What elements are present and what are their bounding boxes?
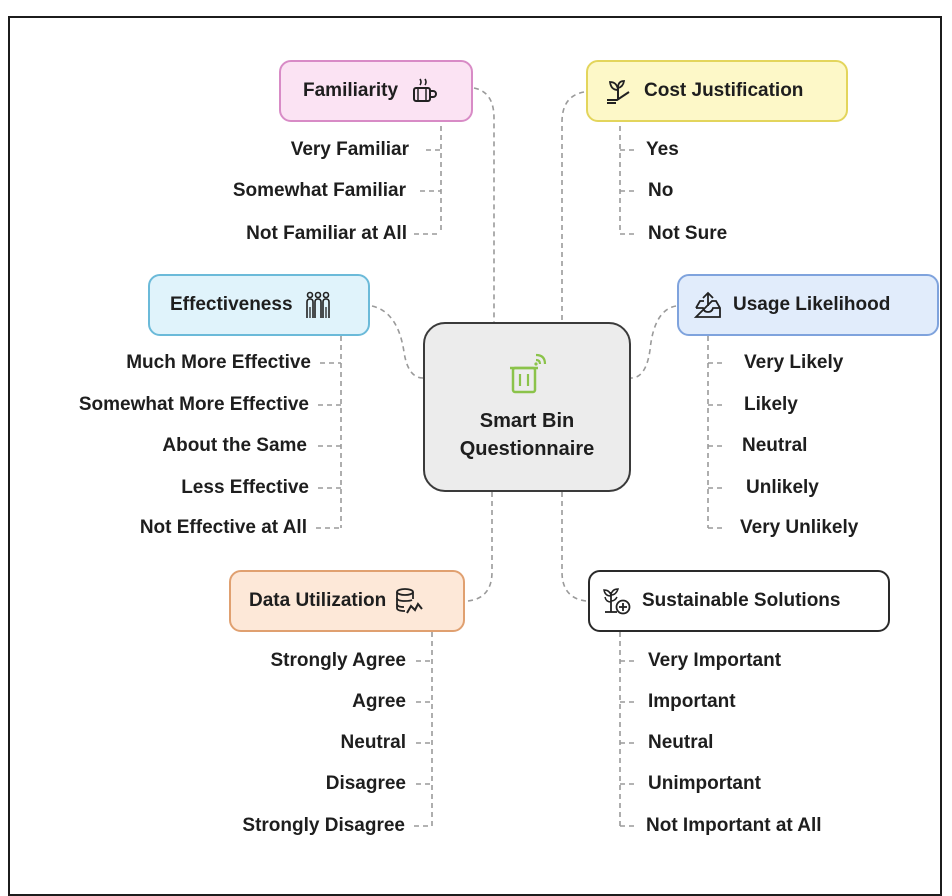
sustainable-option: Neutral <box>648 732 714 753</box>
usage-option: Unlikely <box>746 477 819 498</box>
connector-effectiveness <box>371 305 424 379</box>
sustainable-option: Very Important <box>648 650 782 671</box>
node-effectiveness: Effectiveness <box>148 274 370 336</box>
node-data-utilization-label: Data Utilization <box>249 590 387 611</box>
connector-familiarity <box>473 87 495 322</box>
node-familiarity-label: Familiarity <box>303 80 399 101</box>
data-option: Strongly Disagree <box>242 815 405 836</box>
node-usage-likelihood: Usage Likelihood <box>677 274 939 336</box>
inbox-upload-icon <box>693 290 723 320</box>
sustainable-option: Important <box>648 691 736 712</box>
data-option: Strongly Agree <box>270 650 407 671</box>
cost-option: Not Sure <box>648 223 728 244</box>
usage-option: Neutral <box>742 435 808 456</box>
smart-bin-wifi-icon <box>505 352 549 401</box>
center-title: Smart Bin Questionnaire <box>459 409 595 460</box>
familiarity-option: Not Familiar at All <box>246 223 407 244</box>
team-people-icon <box>303 290 333 320</box>
connector-sustainable <box>561 492 587 602</box>
cost-option: No <box>648 180 674 201</box>
familiarity-option: Very Familiar <box>290 139 409 160</box>
connector-cost <box>561 91 585 322</box>
node-cost-justification: Cost Justification <box>586 60 848 122</box>
node-cost-justification-label: Cost Justification <box>644 80 804 101</box>
database-chart-icon <box>394 586 424 616</box>
usage-option: Very Unlikely <box>740 517 859 538</box>
effectiveness-option: Somewhat More Effective <box>78 394 309 415</box>
node-familiarity: Familiarity <box>279 60 473 122</box>
effectiveness-option: Not Effective at All <box>139 517 307 538</box>
effectiveness-option: About the Same <box>162 435 307 456</box>
sustainable-option: Unimportant <box>648 773 761 794</box>
plant-hand-icon <box>604 76 634 106</box>
effectiveness-option: Less Effective <box>181 477 309 498</box>
center-node: Smart Bin Questionnaire <box>423 322 631 492</box>
node-data-utilization: Data Utilization <box>229 570 465 632</box>
node-effectiveness-label: Effectiveness <box>170 294 293 315</box>
data-option: Agree <box>352 691 406 712</box>
node-sustainable-solutions: Sustainable Solutions <box>588 570 890 632</box>
coffee-cup-icon <box>408 76 438 106</box>
effectiveness-option: Much More Effective <box>126 352 311 373</box>
sustainable-option: Not Important at All <box>646 815 822 836</box>
usage-option: Likely <box>744 394 798 415</box>
recycle-plant-icon <box>602 586 632 616</box>
data-option: Neutral <box>340 732 406 753</box>
cost-option: Yes <box>646 139 679 160</box>
node-usage-likelihood-label: Usage Likelihood <box>733 294 891 315</box>
node-sustainable-solutions-label: Sustainable Solutions <box>642 590 841 611</box>
usage-option: Very Likely <box>744 352 844 373</box>
connector-usage <box>630 305 677 379</box>
familiarity-option: Somewhat Familiar <box>232 180 406 201</box>
connector-data <box>467 492 493 602</box>
data-option: Disagree <box>325 773 406 794</box>
